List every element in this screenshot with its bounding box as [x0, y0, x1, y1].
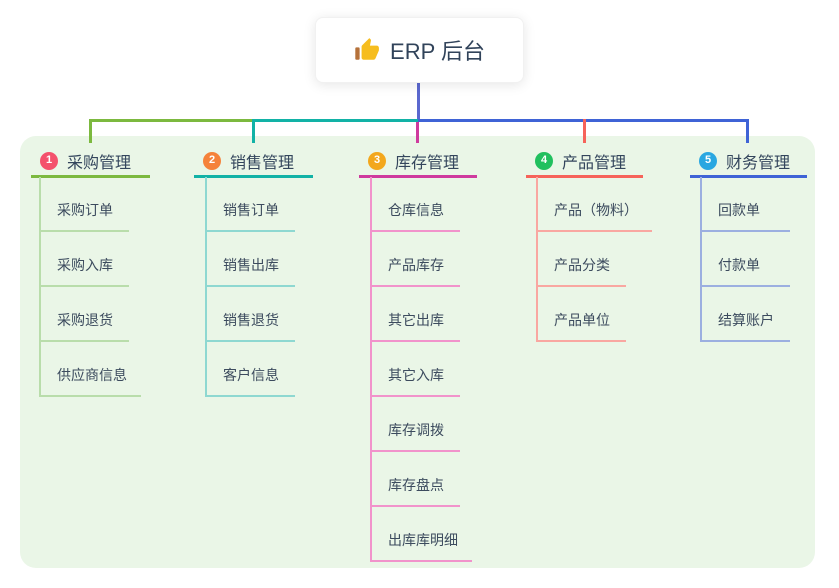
branch-head-sales[interactable]: 2 销售管理: [194, 146, 313, 178]
connector-root-line: [417, 83, 420, 121]
thumbs-up-icon: [354, 37, 380, 63]
badge-4: 4: [535, 151, 553, 170]
branches-panel: [20, 136, 815, 568]
root-node[interactable]: ERP 后台: [315, 17, 524, 83]
child-node[interactable]: 其它入库: [370, 342, 460, 397]
branch-children-inventory: 仓库信息 产品库存 其它出库 其它入库 库存调拨 库存盘点 出库库明细: [370, 177, 472, 562]
branch-children-sales: 销售订单 销售出库 销售退货 客户信息: [205, 177, 295, 397]
connector-drop-blue: [746, 119, 749, 143]
child-node[interactable]: 其它出库: [370, 287, 460, 342]
child-node[interactable]: 销售出库: [205, 232, 295, 287]
branch-label: 库存管理: [395, 154, 460, 172]
badge-5: 5: [699, 151, 717, 170]
child-node[interactable]: 客户信息: [205, 342, 295, 397]
branch-head-product[interactable]: 4 产品管理: [526, 146, 643, 178]
branch-label: 财务管理: [726, 154, 791, 172]
child-node[interactable]: 库存调拨: [370, 397, 460, 452]
branch-head-purchasing[interactable]: 1 采购管理: [31, 146, 150, 178]
badge-2: 2: [203, 151, 221, 170]
branch-children-purchasing: 采购订单 采购入库 采购退货 供应商信息: [39, 177, 141, 397]
child-node[interactable]: 出库库明细: [370, 507, 472, 562]
branch-label: 产品管理: [562, 154, 627, 172]
child-node[interactable]: 采购入库: [39, 232, 129, 287]
branch-label: 销售管理: [230, 154, 295, 172]
child-node[interactable]: 回款单: [700, 177, 790, 232]
child-node[interactable]: 结算账户: [700, 287, 790, 342]
badge-1: 1: [40, 151, 58, 170]
connector-bar-green: [89, 119, 255, 122]
child-node[interactable]: 产品库存: [370, 232, 460, 287]
connector-bar-teal: [252, 119, 418, 122]
child-node[interactable]: 付款单: [700, 232, 790, 287]
child-node[interactable]: 库存盘点: [370, 452, 460, 507]
branch-children-product: 产品（物料） 产品分类 产品单位: [536, 177, 652, 342]
child-node[interactable]: 供应商信息: [39, 342, 141, 397]
child-node[interactable]: 产品分类: [536, 232, 626, 287]
child-node[interactable]: 销售退货: [205, 287, 295, 342]
connector-drop-green: [89, 119, 92, 143]
connector-drop-magenta: [416, 122, 419, 143]
root-label: ERP 后台: [390, 39, 485, 64]
child-node[interactable]: 采购订单: [39, 177, 129, 232]
branch-head-finance[interactable]: 5 财务管理: [690, 146, 807, 178]
branch-label: 采购管理: [67, 154, 132, 172]
child-node[interactable]: 销售订单: [205, 177, 295, 232]
child-node[interactable]: 采购退货: [39, 287, 129, 342]
child-node[interactable]: 产品（物料）: [536, 177, 652, 232]
child-node[interactable]: 仓库信息: [370, 177, 460, 232]
connector-drop-teal: [252, 119, 255, 143]
badge-3: 3: [368, 151, 386, 170]
child-node[interactable]: 产品单位: [536, 287, 626, 342]
branch-children-finance: 回款单 付款单 结算账户: [700, 177, 790, 342]
branch-head-inventory[interactable]: 3 库存管理: [359, 146, 477, 178]
connector-drop-red: [583, 119, 586, 143]
